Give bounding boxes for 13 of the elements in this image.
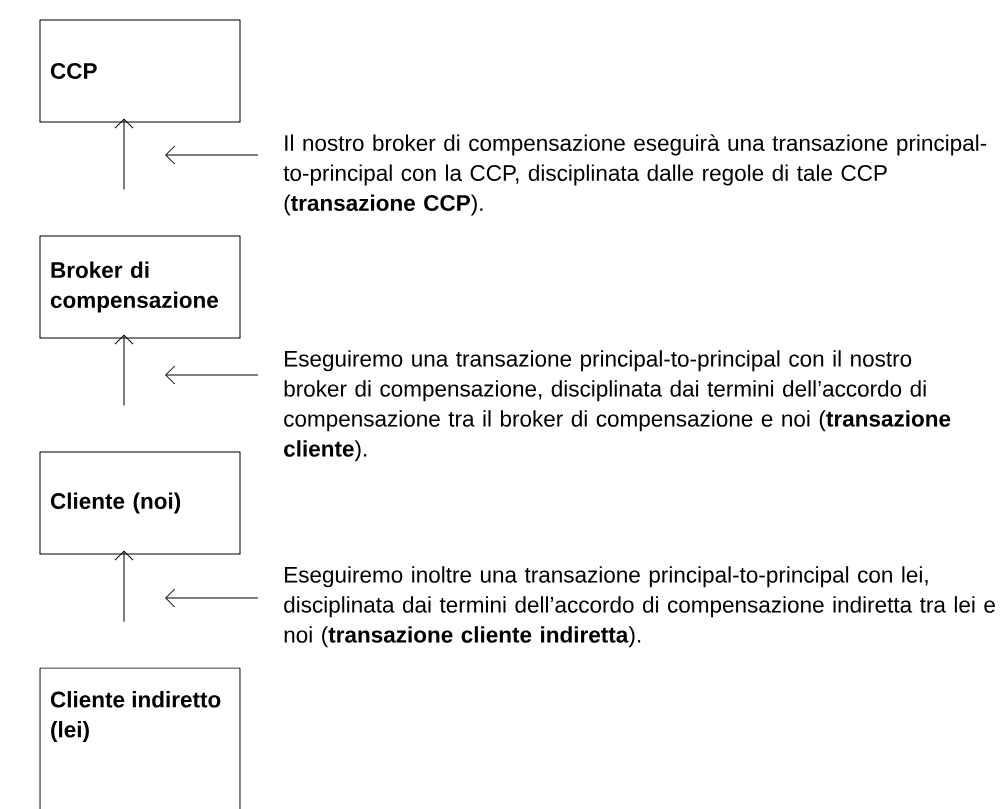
arrow xyxy=(165,145,259,165)
arrow xyxy=(165,588,259,608)
arrow xyxy=(114,550,134,623)
arrow xyxy=(114,118,134,190)
entity-box: Cliente (noi) xyxy=(39,451,241,555)
arrow xyxy=(114,334,134,406)
entity-box: CCP xyxy=(39,19,241,123)
arrow xyxy=(165,365,259,385)
description-text: Eseguiremo una transazione principal-to-principal con il nostro broker di compensazione, disciplinata dai termini dell’accordo di compensazione tra il broker di compensazione e noi (transazione cliente). xyxy=(284,350,951,462)
entity-box: Cliente indiretto (lei) xyxy=(39,667,241,809)
description-text: Eseguiremo inoltre una transazione principal-to-principal con lei, disciplinata dai termini dell’accordo di compensazione indiretta tra lei e noi (transazione cliente indiretta). xyxy=(284,566,995,648)
entity-box: Broker di compensazione xyxy=(39,235,241,339)
description-text: Il nostro broker di compensazione eseguirà una transazione principal-to-principal con la CCP, disciplinata dalle regole di tale CCP (transazione CCP). xyxy=(283,134,987,216)
